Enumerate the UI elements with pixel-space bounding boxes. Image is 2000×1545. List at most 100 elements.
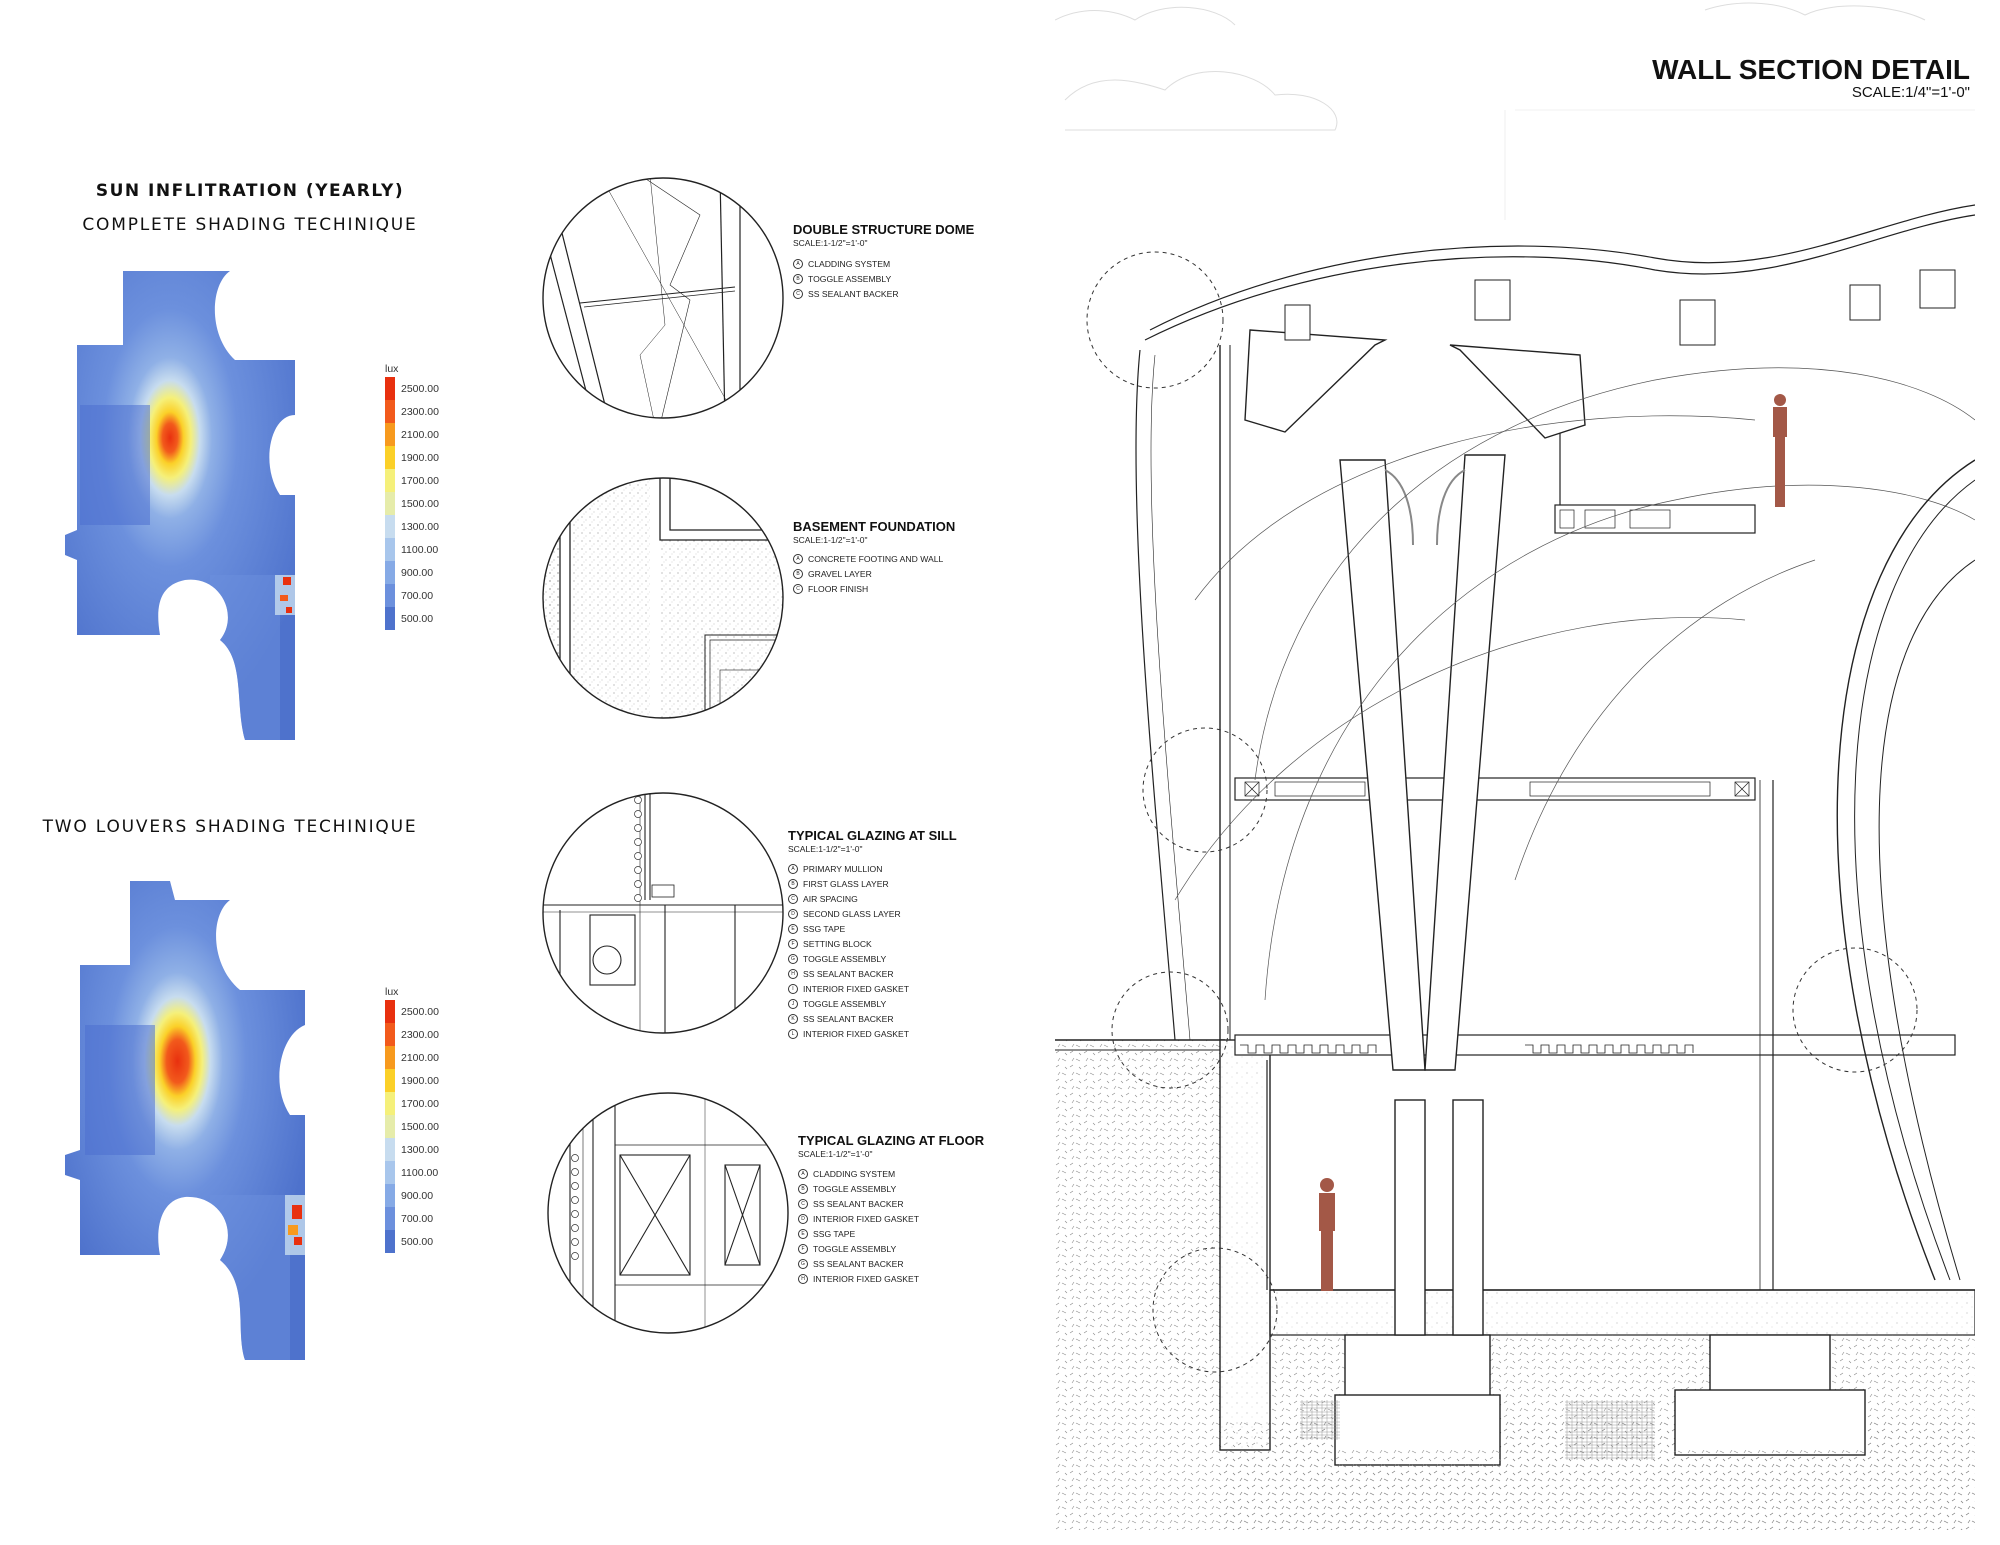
legend-step: 500.00 [385,1230,439,1253]
legend-swatch [385,1184,395,1207]
detail-item-label: TOGGLE ASSEMBLY [803,953,887,964]
legend-scale: 2500.00 2300.00 2100.00 1900.00 1700.00 1500.… [385,1000,439,1253]
detail-circle-dome [542,177,784,419]
detail-legend-foundation: BASEMENT FOUNDATION SCALE:1-1/2"=1'-0" A… [793,519,1003,596]
detail-item-label: CONCRETE FOOTING AND WALL [808,553,944,564]
legend-step: 1500.00 [385,492,439,515]
legend-swatch [385,377,395,400]
detail-item-key: J [788,998,798,1009]
legend-step: 2100.00 [385,423,439,446]
legend-step: 2100.00 [385,1046,439,1069]
legend-step: 1700.00 [385,1092,439,1115]
detail-item-key: C [798,1198,808,1209]
detail-item: L INTERIOR FIXED GASKET [788,1026,998,1041]
detail-item-label: SS SEALANT BACKER [803,1013,894,1024]
detail-item-key: A [798,1168,808,1179]
legend-value: 1700.00 [401,474,439,487]
legend-value: 2100.00 [401,428,439,441]
legend-step: 1100.00 [385,1161,439,1184]
detail-legend-glazing-sill: TYPICAL GLAZING AT SILL SCALE:1-1/2"=1'-… [788,828,998,1041]
wall-section-title: WALL SECTION DETAIL [1652,54,1970,85]
legend-step: 2500.00 [385,377,439,400]
detail-item: E SSG TAPE [798,1226,1008,1241]
detail-item-key: C [788,893,798,904]
legend-value: 2300.00 [401,1028,439,1041]
detail-item-label: FIRST GLASS LAYER [803,878,889,889]
detail-item-key: G [788,953,798,964]
detail-item-key: D [788,908,798,919]
detail-title: BASEMENT FOUNDATION [793,519,956,534]
detail-scale: SCALE:1-1/2"=1'-0" [798,1149,873,1159]
legend-step: 1500.00 [385,1115,439,1138]
legend-step: 900.00 [385,561,439,584]
legend-swatch [385,1069,395,1092]
detail-item-key: D [798,1213,808,1224]
sun-infiltration-title: SUN INFLITRATION (YEARLY) [95,181,405,201]
detail-item-label: SS SEALANT BACKER [803,968,894,979]
legend-step: 2500.00 [385,1000,439,1023]
detail-item-key: B [793,273,803,284]
detail-item: G TOGGLE ASSEMBLY [788,951,998,966]
legend-value: 1500.00 [401,497,439,510]
detail-item-label: SSG TAPE [813,1228,856,1239]
legend-value: 1300.00 [401,1143,439,1156]
detail-item-key: L [788,1028,798,1039]
detail-item-label: SS SEALANT BACKER [808,288,899,299]
detail-item: C SS SEALANT BACKER [793,286,1003,301]
detail-item-label: SETTING BLOCK [803,938,872,949]
legend-value: 1900.00 [401,1074,439,1087]
detail-item-key: C [793,288,803,299]
legend-value: 1500.00 [401,1120,439,1133]
legend-swatch [385,446,395,469]
legend-unit: lux [385,363,399,375]
detail-item-key: E [798,1228,808,1239]
complete-shading-subtitle: COMPLETE SHADING TECHINIQUE [82,215,418,235]
detail-item-key: F [798,1243,808,1254]
wall-section-scale: SCALE:1/4"=1'-0" [1851,84,1970,101]
detail-item: J TOGGLE ASSEMBLY [788,996,998,1011]
detail-item-label: INTERIOR FIXED GASKET [803,1028,910,1039]
legend-step: 1300.00 [385,1138,439,1161]
detail-item-label: FLOOR FINISH [808,583,869,594]
legend-step: 2300.00 [385,1023,439,1046]
detail-scale: SCALE:1-1/2"=1'-0" [793,238,868,248]
detail-item-label: TOGGLE ASSEMBLY [813,1243,897,1254]
detail-item-key: H [788,968,798,979]
detail-item-key: A [793,258,803,269]
detail-item-label: SECOND GLASS LAYER [803,908,901,919]
detail-title: TYPICAL GLAZING AT SILL [788,828,957,843]
legend-step: 1900.00 [385,446,439,469]
detail-item-key: F [788,938,798,949]
detail-item-label: TOGGLE ASSEMBLY [803,998,887,1009]
legend-swatch [385,1092,395,1115]
heatmap-two-louvers [65,881,305,1360]
legend-value: 1100.00 [401,1166,439,1179]
wall-section-drawing [1055,2,1975,1530]
legend-step: 1900.00 [385,1069,439,1092]
legend-swatch [385,1230,395,1253]
detail-item-key: B [793,568,803,579]
legend-value: 1300.00 [401,520,439,533]
detail-title: TYPICAL GLAZING AT FLOOR [798,1133,985,1148]
detail-item-key: E [788,923,798,934]
detail-item-key: H [798,1273,808,1284]
detail-item-label: TOGGLE ASSEMBLY [808,273,892,284]
detail-item-label: TOGGLE ASSEMBLY [813,1183,897,1194]
detail-item-label: SS SEALANT BACKER [813,1258,904,1269]
detail-item-key: A [788,863,798,874]
legend-value: 500.00 [401,1235,434,1248]
legend-step: 700.00 [385,584,439,607]
